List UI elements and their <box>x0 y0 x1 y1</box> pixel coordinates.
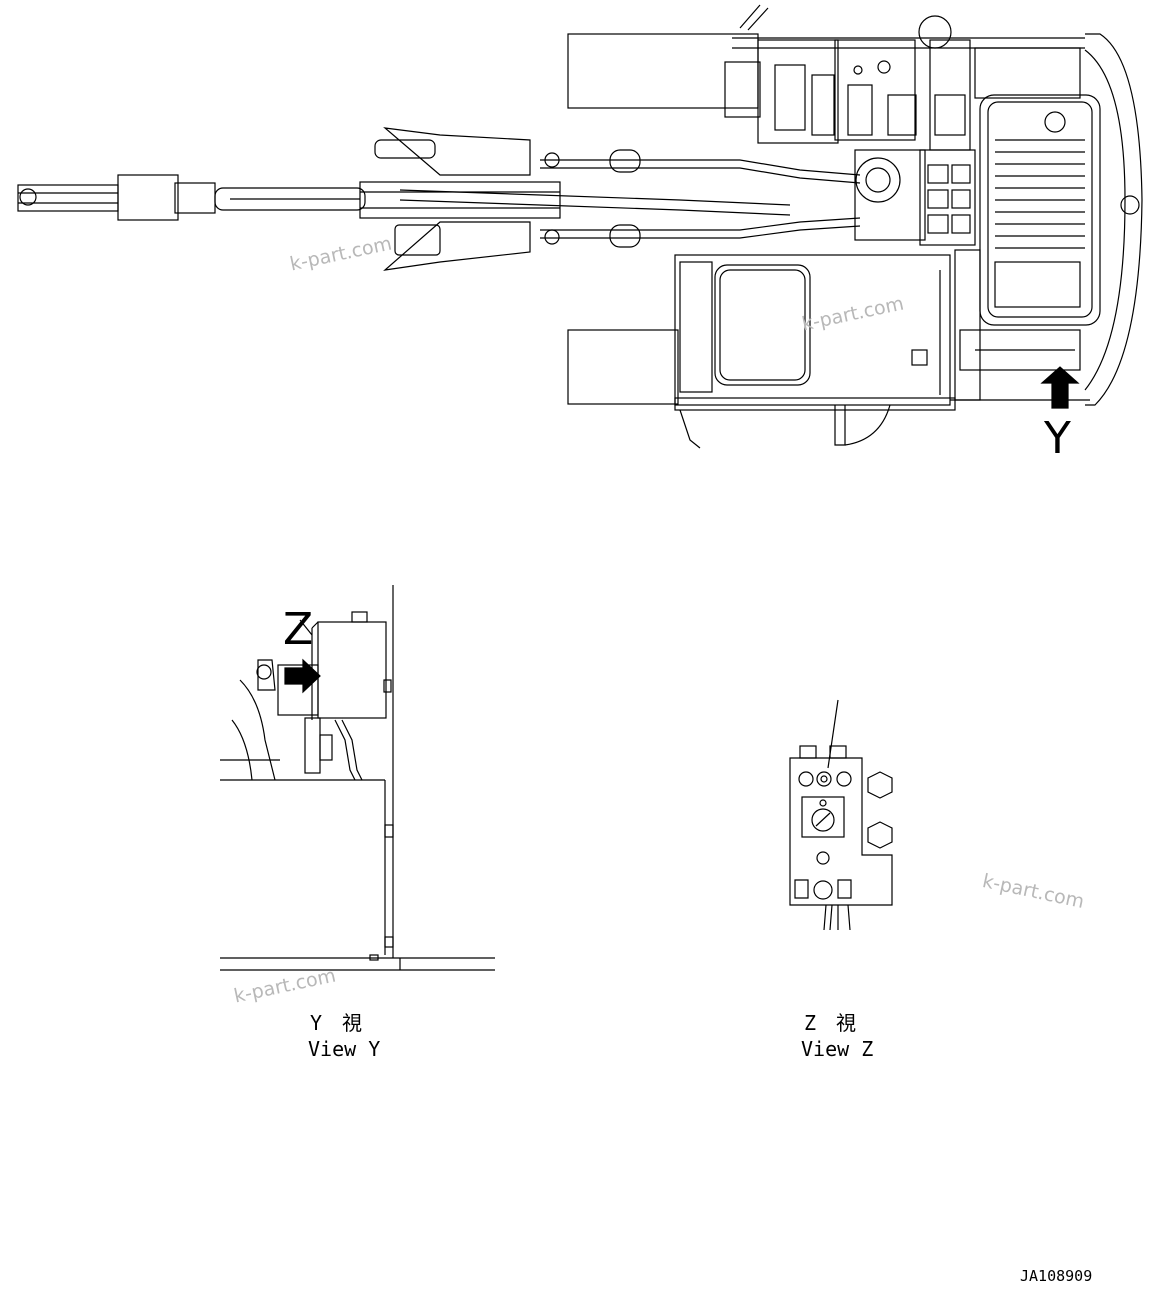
callout-y: Y <box>1044 413 1071 464</box>
view-z-caption-en: View Z <box>801 1037 874 1061</box>
view-z-diagram <box>789 699 893 931</box>
callout-z: Z <box>283 604 314 655</box>
machine-plan-view <box>17 4 1143 449</box>
drawing-number: JA108909 <box>1020 1267 1093 1285</box>
view-y-arrow <box>1040 366 1080 409</box>
engine-compartment <box>929 33 1143 406</box>
view-y-caption-en: View Y <box>308 1037 381 1061</box>
view-z-caption-jp: Z 視 <box>804 1011 857 1035</box>
operator-deck <box>567 254 1090 449</box>
cab-block <box>567 4 1085 144</box>
view-y-caption-jp: Y 視 <box>310 1011 363 1035</box>
swing-center <box>854 149 976 246</box>
view-y-diagram <box>220 585 495 971</box>
boom-arm <box>17 127 861 271</box>
